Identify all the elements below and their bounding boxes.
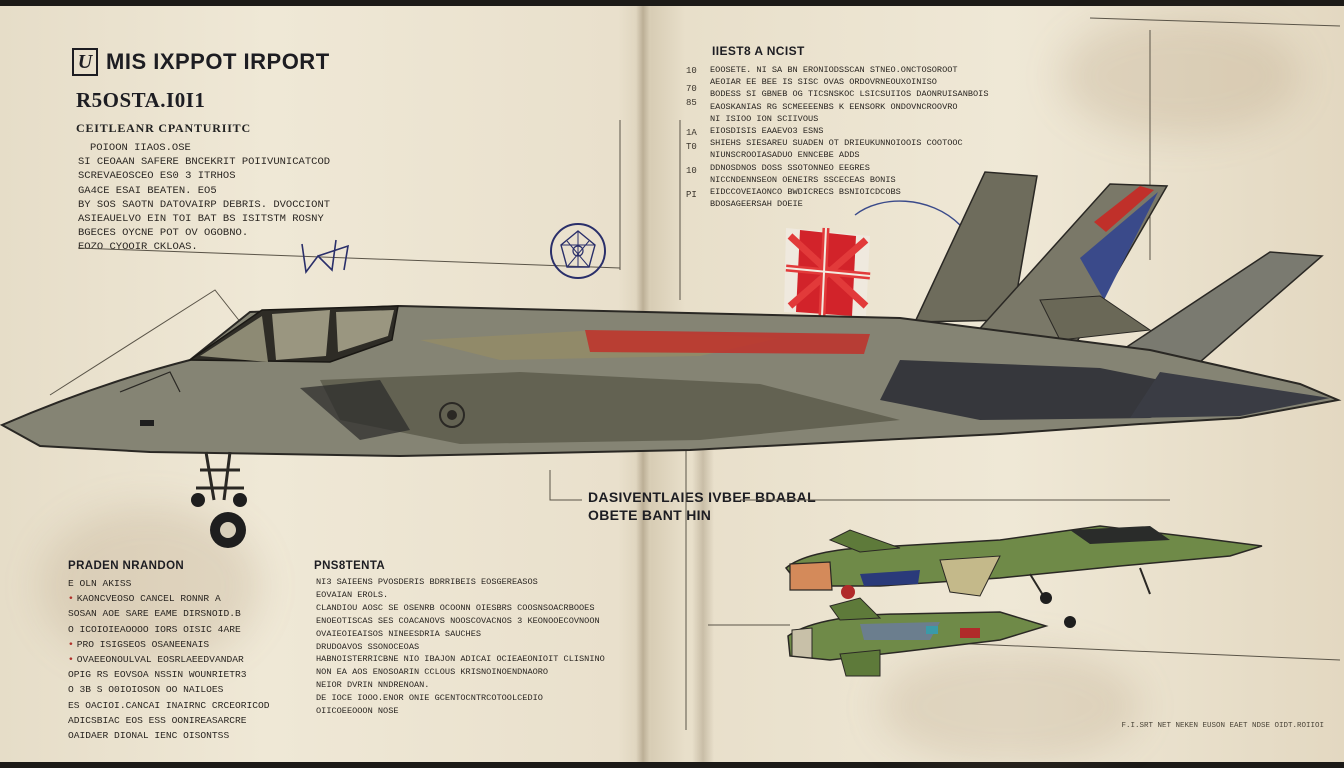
text-line: BDOSAGEERSAH DOEIE (710, 199, 803, 210)
emblem-icon (550, 223, 606, 279)
line-number: 10 (686, 166, 697, 176)
paper-stain (1060, 16, 1300, 136)
caption-line: OBETE BANT HIN (588, 507, 712, 523)
text-line: SOSAN AOE SARE EAME DIRSNOID.B (68, 608, 241, 620)
text-line: SHIEHS SIESAREU SUADEN OT DRIEUKUNNOIOOI… (710, 138, 963, 149)
text-line: NON EA AOS ENOSOARIN CCLOUS KRISNOINOEND… (316, 667, 549, 678)
text-line: O ICOIOIEAOOOO IORS OISIC 4ARE (68, 623, 241, 635)
bullet-icon: • (68, 638, 74, 650)
text-line: OIICOEEOOON NOSE (316, 706, 399, 717)
intro-line: GA4CE ESAI BEATEN. EO5 (78, 184, 217, 197)
spec-text-block: EOOSETE. NI SA BN ERONIODSSCAN STNEO.ONC… (710, 64, 988, 210)
lower-left-heading: PRADEN NRANDON (68, 560, 185, 572)
text-line: EIOSDISIS EAAEVO3 ESNS (710, 126, 824, 137)
intro-line: ASIEAUELVO EIN TOI BAT BS ISITSTM ROSNY (78, 213, 324, 226)
lower-mid-heading: PNS8TENTA (314, 560, 386, 572)
text-line: HABNOISTERRICBNE NIO IBAJON ADICAI OCIEA… (316, 654, 605, 665)
report-title-row: U MIS IXPPOT IRPORT (72, 48, 330, 76)
text-line: OAIDAER DIONAL IENC OISONTSS (68, 730, 230, 742)
construction-lines (49, 17, 1341, 730)
text-line: CLANDIOU AOSC SE OSENRB OCOONN OIESBRS C… (316, 602, 595, 613)
text-line: NEIOR DVRIN NNDRENOAN. (316, 680, 430, 691)
intro-line: POIOON IIAOS.OSE (90, 142, 191, 154)
line-number: 85 (686, 98, 697, 108)
text-line: OPIG RS EOVSOA NSSIN WOUNRIETR3 (68, 669, 247, 681)
side-view-jet-lower (787, 597, 1049, 677)
page-crease (692, 446, 714, 762)
text-line: EIDCCOVEIAONCO BWDICRECS BSNIOICDCOBS (710, 187, 901, 198)
bullet-icon: • (68, 654, 74, 666)
bullet-icon: • (68, 593, 74, 605)
text-line: OVAIEOIEAISOS NINEESDRIA SAUCHES (316, 628, 482, 639)
intro-line: SCREVAEOSCEO ES0 3 ITRHOS (78, 170, 236, 183)
text-line: PRO ISIGSEOS OSANEENAIS (76, 638, 210, 650)
paper-stain (880, 646, 1140, 766)
text-line: NIUNSCROOIASADUO ENNCEBE ADDS (710, 150, 860, 161)
text-line: ADICSBIAC EOS ESS OONIREASARCRE (68, 714, 247, 726)
text-line: AEOIAR EE BEE IS SISC OVAS ORDOVRNEOUXOI… (710, 77, 937, 88)
intro-line: EOZO CYOOIR CKLOAS. (78, 241, 198, 254)
intro-text-block: POIOON IIAOS.OSE SI CEOAAN SAFERE BNCEKR… (78, 141, 330, 255)
text-line: KAONCVEOSO CANCEL RONNR A (76, 593, 221, 605)
line-number: 10 (686, 66, 697, 76)
text-line: O 3B S O0IOIOSON OO NAILOES (68, 684, 224, 696)
monogram-sketch-icon (301, 239, 350, 275)
report-subtitle: R5OSTA.I0I1 (76, 88, 206, 112)
text-line: DRUDOAVOS SSONOCEOAS (316, 641, 420, 652)
text-line: OVAEEONOULVAL EOSRLAEEDVANDAR (76, 654, 244, 666)
text-line: BODESS SI GBNEB OG TICSNSKOC LSICSUIIOS … (710, 89, 989, 100)
right-page-header: IIEST8 A NCIST (712, 44, 805, 58)
report-title: MIS IXPPOT IRPORT (106, 49, 330, 74)
intro-line: SI CEOAAN SAFERE BNCEKRIT POIIVUNICATCOD (78, 156, 331, 169)
text-line: ES OACIOI.CANCAI INAIRNC CRCEORICOD (68, 699, 270, 711)
lower-left-text-block: E OLN AKISS •KAONCVEOSO CANCEL RONNR A S… (68, 576, 270, 743)
side-view-jet-upper (784, 525, 1263, 628)
text-line: DDNOSDNOS DOSS SSOTONNEO EEGRES (710, 162, 870, 173)
intro-line: BY SOS SAOTN DATOVAIRP DEBRIS. DVOCCIONT (78, 198, 331, 211)
report-logo: U (72, 48, 98, 76)
text-line: DE IOCE IOOO.ENOR ONIE GCENTOCNTRCOTOOLC… (316, 693, 543, 704)
flag-icon (784, 227, 871, 317)
figure-caption: DASIVENTLAIES IVBEF BDABAL OBETE BANT HI… (588, 488, 816, 524)
line-number: 70 (686, 84, 697, 94)
text-line: ENOEOTISCAS SES COACANOVS NOOSCOVACNOS 3… (316, 615, 600, 626)
section-label: CEITLEANR CPANTURIITC (76, 121, 251, 135)
line-number: 1A (686, 128, 697, 138)
text-line: EOOSETE. NI SA BN ERONIODSSCAN STNEO.ONC… (710, 65, 958, 75)
line-number: PI (686, 190, 697, 200)
intro-line: BGECES OYCNE POT OV OGOBNO. (78, 227, 249, 240)
text-line: EOVAIAN EROLS. (316, 589, 389, 600)
caption-line: DASIVENTLAIES IVBEF BDABAL (588, 489, 816, 505)
text-line: E OLN AKISS (68, 578, 132, 589)
footer-note: F.I.SRT NET NEKEN EUSON EAET NDSE OIDT.R… (1121, 722, 1324, 730)
text-line: EAOSKANIAS RG SCMEEEENBS K EENSORK ONDOV… (710, 101, 958, 112)
text-line: NICCNDENNSEON OENEIRS SSCECEAS BONIS (710, 174, 896, 185)
text-line: NI3 SAIEENS PVOSDERIS BDRRIBEIS EOSGEREA… (316, 577, 538, 587)
lower-mid-text-block: NI3 SAIEENS PVOSDERIS BDRRIBEIS EOSGEREA… (316, 576, 605, 718)
text-line: NI ISIOO ION SCIIVOUS (710, 113, 819, 124)
line-number: T0 (686, 142, 697, 152)
main-jet (0, 171, 1342, 548)
